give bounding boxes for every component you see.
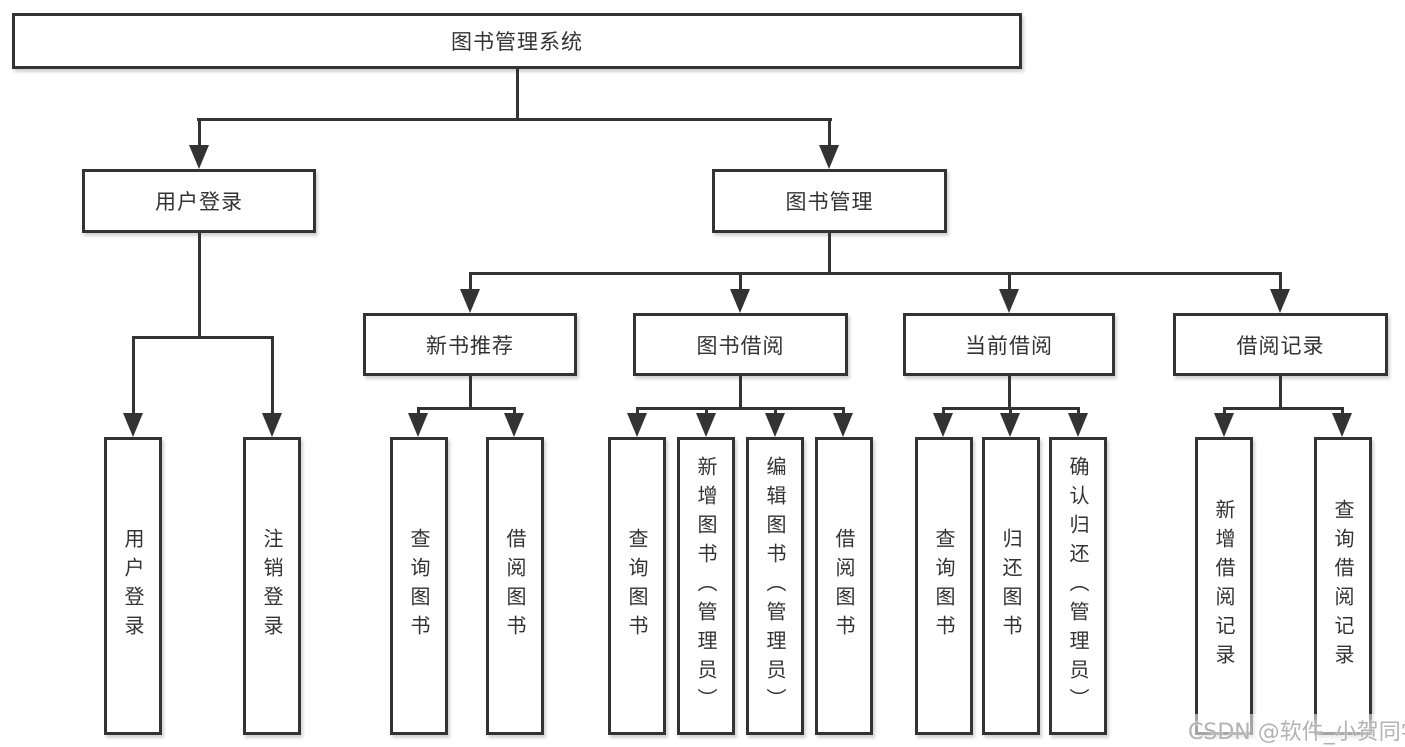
arrow-current-leaf2 — [1000, 413, 1020, 437]
leaf-confirm-return-admin: 确认归还（管理员） — [1049, 437, 1107, 735]
arrow-recommend-leaf1 — [408, 413, 428, 437]
node-label: 图书借阅 — [696, 333, 785, 358]
leaf-label: 确认归还（管理员） — [1066, 455, 1090, 717]
arrow-recommend-leaf2 — [504, 413, 524, 437]
arrow-borrowing-leaf4 — [833, 413, 853, 437]
connector-recommend-bar — [417, 407, 516, 410]
leaf-query-borrow-record: 查询借阅记录 — [1314, 437, 1372, 735]
connector-borrowing-shaft-4 — [842, 407, 845, 415]
connector-borrowing-bar — [636, 407, 845, 410]
connector-borrowing-drop — [739, 376, 742, 407]
leaf-label: 新增借阅记录 — [1212, 499, 1236, 673]
connector-root-drop — [516, 69, 519, 120]
connector-l3-shaft-3 — [1008, 272, 1011, 291]
connector-borrowing-shaft-2 — [705, 407, 708, 415]
node-book-management: 图书管理 — [712, 169, 947, 233]
leaf-label: 编辑图书（管理员） — [763, 455, 787, 717]
leaf-query-books-borrowing: 查询图书 — [608, 437, 666, 735]
connector-l2-bar — [197, 118, 832, 121]
arrow-login-leaf2 — [262, 413, 282, 437]
connector-book-mgmt-drop — [828, 233, 831, 274]
connector-l2-right-shaft — [828, 118, 831, 147]
arrow-borrowing-leaf3 — [765, 413, 785, 437]
connector-login-leaf1-shaft — [132, 336, 135, 415]
leaf-edit-books-admin: 编辑图书（管理员） — [746, 437, 804, 735]
connector-l2-left-shaft — [198, 118, 201, 147]
connector-records-bar — [1223, 407, 1344, 410]
node-library-management-system: 图书管理系统 — [12, 13, 1022, 69]
arrow-borrowing-records — [1270, 289, 1290, 313]
leaf-user-login: 用户登录 — [104, 437, 162, 735]
leaf-label: 查询图书 — [932, 528, 956, 644]
connector-login-leaf2-shaft — [271, 336, 274, 415]
leaf-label: 借阅图书 — [832, 528, 856, 644]
connector-user-login-bar — [132, 336, 274, 339]
connector-records-drop — [1279, 376, 1282, 407]
arrow-borrowing-leaf2 — [696, 413, 716, 437]
leaf-label: 查询借阅记录 — [1331, 499, 1355, 673]
arrow-new-book-recommend — [460, 289, 480, 313]
connector-l3-shaft-4 — [1279, 272, 1282, 291]
leaf-add-borrow-record: 新增借阅记录 — [1195, 437, 1253, 735]
connector-borrowing-shaft-3 — [774, 407, 777, 415]
connector-current-shaft-3 — [1077, 407, 1080, 415]
node-label: 当前借阅 — [965, 333, 1053, 358]
leaf-label: 查询图书 — [407, 528, 431, 644]
arrow-user-login — [189, 145, 209, 169]
leaf-add-books-admin: 新增图书（管理员） — [677, 437, 735, 735]
node-borrowing-records: 借阅记录 — [1173, 313, 1388, 376]
connector-records-shaft-2 — [1341, 407, 1344, 415]
connector-recommend-drop — [469, 376, 472, 407]
leaf-label: 注销登录 — [260, 528, 284, 644]
watermark-text: CSDN @软件_小贺同学 — [1186, 714, 1405, 746]
connector-current-shaft-2 — [1009, 407, 1012, 415]
node-user-login: 用户登录 — [82, 169, 316, 233]
arrow-current-borrowing — [999, 289, 1019, 313]
arrow-current-leaf1 — [933, 413, 953, 437]
arrow-records-leaf1 — [1214, 413, 1234, 437]
leaf-label: 新增图书（管理员） — [694, 455, 718, 717]
arrow-book-management — [819, 145, 839, 169]
leaf-label: 归还图书 — [999, 528, 1023, 644]
arrow-current-leaf3 — [1068, 413, 1088, 437]
connector-recommend-shaft-1 — [417, 407, 420, 415]
connector-user-login-drop — [198, 233, 201, 336]
arrow-login-leaf1 — [123, 413, 143, 437]
leaf-return-books: 归还图书 — [982, 437, 1040, 735]
leaf-query-books-recommend: 查询图书 — [390, 437, 448, 735]
connector-borrowing-shaft-1 — [636, 407, 639, 415]
connector-current-shaft-1 — [942, 407, 945, 415]
leaf-label: 借阅图书 — [503, 528, 527, 644]
connector-l3-shaft-2 — [739, 272, 742, 291]
arrow-borrowing-leaf1 — [627, 413, 647, 437]
node-label: 借阅记录 — [1236, 333, 1325, 358]
connector-records-shaft-1 — [1223, 407, 1226, 415]
leaf-label: 查询图书 — [625, 528, 649, 644]
leaf-logout: 注销登录 — [243, 437, 301, 735]
node-current-borrowing: 当前借阅 — [903, 313, 1115, 376]
node-label: 用户登录 — [155, 190, 243, 214]
connector-l3-bar — [469, 272, 1282, 275]
connector-recommend-shaft-2 — [513, 407, 516, 415]
node-label: 新书推荐 — [426, 333, 514, 358]
leaf-borrow-books-recommend: 借阅图书 — [486, 437, 544, 735]
connector-current-drop — [1008, 376, 1011, 407]
arrow-records-leaf2 — [1332, 413, 1352, 437]
node-label: 图书管理系统 — [451, 30, 583, 54]
node-book-borrowing: 图书借阅 — [633, 313, 848, 376]
node-label: 图书管理 — [785, 190, 874, 214]
connector-l3-shaft-1 — [469, 272, 472, 291]
node-new-book-recommendation: 新书推荐 — [363, 313, 577, 376]
leaf-label: 用户登录 — [121, 528, 145, 644]
arrow-book-borrowing — [730, 289, 750, 313]
leaf-query-books-current: 查询图书 — [915, 437, 973, 735]
leaf-borrow-books-borrowing: 借阅图书 — [815, 437, 873, 735]
